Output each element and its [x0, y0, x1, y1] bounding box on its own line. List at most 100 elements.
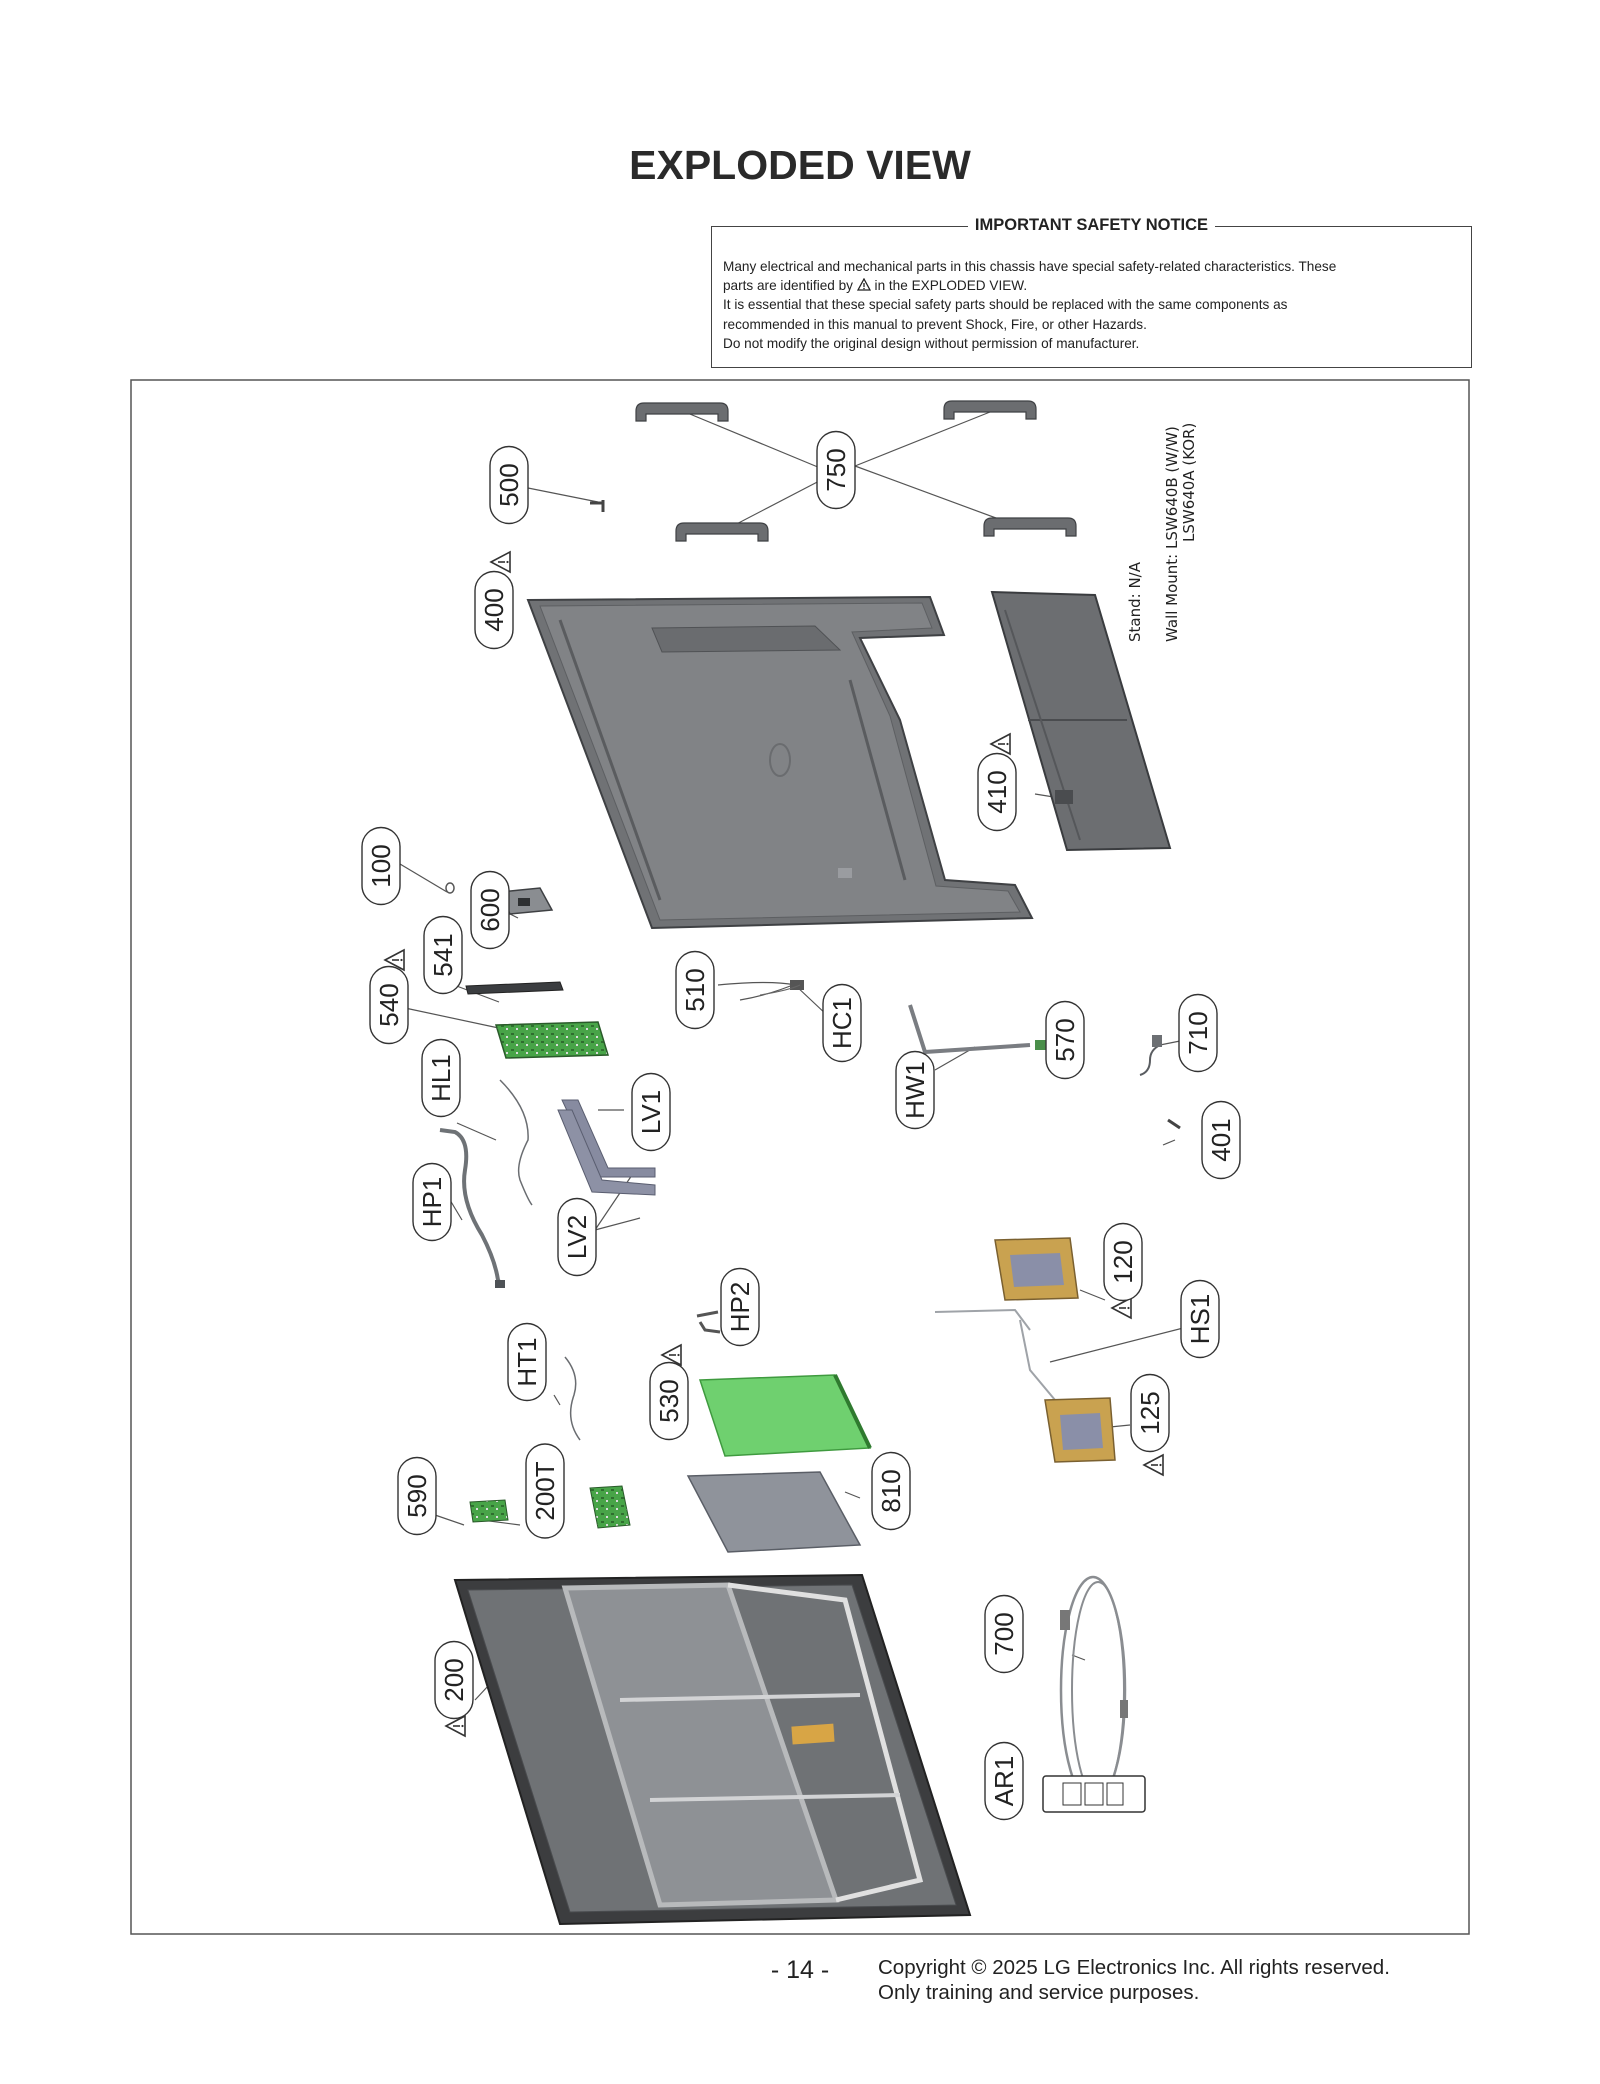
callout-p125: 125 [1130, 1373, 1170, 1453]
callout-p590: 590 [397, 1456, 437, 1536]
callout-pill [361, 826, 401, 906]
handle-icon [943, 400, 1037, 420]
notice-line: parts are identified by in the EXPLODED … [723, 277, 1028, 294]
callout-pill [421, 1038, 461, 1118]
callout-p100: 100 [361, 826, 401, 906]
handle-icon [675, 522, 769, 542]
callout-p540: 540 [369, 965, 409, 1045]
callout-label: 530 [654, 1379, 684, 1422]
ffc-lv2 [557, 1109, 656, 1196]
callout-label: HS1 [1185, 1294, 1215, 1345]
warning-triangle-icon [490, 551, 511, 573]
safety-notice-box: IMPORTANT SAFETY NOTICE Many electrical … [711, 216, 1472, 368]
cable-hp1 [439, 1128, 505, 1288]
callout-pill [631, 1072, 671, 1152]
callout-p120: 120 [1103, 1222, 1143, 1302]
callout-label: 200T [530, 1461, 560, 1520]
callout-label: 200 [439, 1658, 469, 1701]
board-590 [469, 1499, 509, 1523]
callout-label: 125 [1135, 1391, 1165, 1434]
callout-label: 570 [1050, 1018, 1080, 1061]
handle-icon [635, 402, 729, 422]
callout-pill [1045, 1000, 1085, 1080]
callout-label: 590 [402, 1474, 432, 1517]
diagram-frame [130, 379, 1470, 1935]
page-title: EXPLODED VIEW [629, 142, 971, 188]
warning-triangle-icon [856, 277, 871, 291]
callout-p570: 570 [1045, 1000, 1085, 1080]
screw-500 [590, 500, 605, 512]
callout-pill [984, 1741, 1024, 1821]
callout-label: 810 [876, 1469, 906, 1512]
callout-pill [412, 1162, 452, 1242]
callout-label: LV1 [636, 1090, 666, 1134]
warning-triangle-icon [990, 733, 1011, 755]
callout-label: HL1 [426, 1054, 456, 1102]
cable-hp2 [696, 1310, 721, 1334]
power-cord-700 [1059, 1575, 1128, 1805]
notice-line: Do not modify the original design withou… [723, 335, 1140, 351]
callout-label: LV2 [562, 1215, 592, 1259]
callout-pill [1201, 1100, 1241, 1180]
callout-pill [1180, 1279, 1220, 1359]
callout-p810: 810 [871, 1451, 911, 1531]
callout-label: 120 [1108, 1240, 1138, 1283]
callout-label: 600 [475, 888, 505, 931]
callout-pill [1103, 1222, 1143, 1302]
cable-hl1 [499, 1079, 533, 1206]
callout-pill [557, 1197, 597, 1277]
callout-label: 710 [1183, 1011, 1213, 1054]
callout-pill [720, 1267, 760, 1347]
callout-label: 400 [479, 588, 509, 631]
copyright-footer: Copyright © 2025 LG Electronics Inc. All… [878, 1955, 1390, 2005]
callout-ar1: AR1 [984, 1741, 1024, 1821]
shield-810 [686, 1471, 862, 1553]
remote-ar1 [1042, 1775, 1146, 1813]
copyright-text: Copyright © 2025 LG Electronics Inc. All… [878, 1956, 1390, 1979]
callout-pill [822, 983, 862, 1063]
part-541 [465, 981, 564, 995]
callout-p710: 710 [1178, 993, 1218, 1073]
callout-pill [675, 950, 715, 1030]
safety-notice-title: IMPORTANT SAFETY NOTICE [967, 216, 1216, 234]
callout-p410: 410 [977, 752, 1017, 832]
callout-label: 541 [428, 933, 458, 976]
callout-pill [1178, 993, 1218, 1073]
rear-bracket-410 [990, 590, 1172, 852]
callout-pill [474, 570, 514, 650]
callout-label: HC1 [827, 997, 857, 1049]
callout-pill [1130, 1373, 1170, 1453]
back-cover-400 [526, 595, 1034, 930]
callout-pill [871, 1451, 911, 1531]
callout-pill [525, 1443, 565, 1539]
callout-hs1: HS1 [1180, 1279, 1220, 1359]
callout-label: HW1 [900, 1061, 930, 1119]
tcon-200t [589, 1485, 631, 1529]
callout-pill [369, 965, 409, 1045]
speaker-120 [994, 1237, 1079, 1301]
callout-p700: 700 [984, 1594, 1024, 1674]
callout-label: HT1 [512, 1337, 542, 1386]
callout-label: 540 [374, 983, 404, 1026]
callout-pill [434, 1640, 474, 1720]
notice-line: Many electrical and mechanical parts in … [723, 259, 1337, 274]
callout-label: 410 [982, 770, 1012, 813]
stand-note: Stand: N/A [1126, 561, 1144, 642]
display-module-200 [453, 1573, 972, 1926]
warning-triangle-icon [1143, 1454, 1164, 1476]
part-100 [445, 882, 455, 894]
callout-pill [649, 1361, 689, 1441]
callout-p600: 600 [470, 870, 510, 950]
callout-hp2: HP2 [720, 1267, 760, 1347]
notice-line: It is essential that these special safet… [723, 297, 1288, 313]
callout-lv2: LV2 [557, 1197, 597, 1277]
callout-label: 510 [680, 968, 710, 1011]
power-board-530 [698, 1374, 872, 1457]
callout-label: HP1 [417, 1177, 447, 1228]
callout-p200: 200 [434, 1640, 474, 1720]
handle-icon [983, 517, 1077, 537]
callout-p750: 750 [816, 430, 856, 510]
callout-p400: 400 [474, 570, 514, 650]
callout-p510: 510 [675, 950, 715, 1030]
